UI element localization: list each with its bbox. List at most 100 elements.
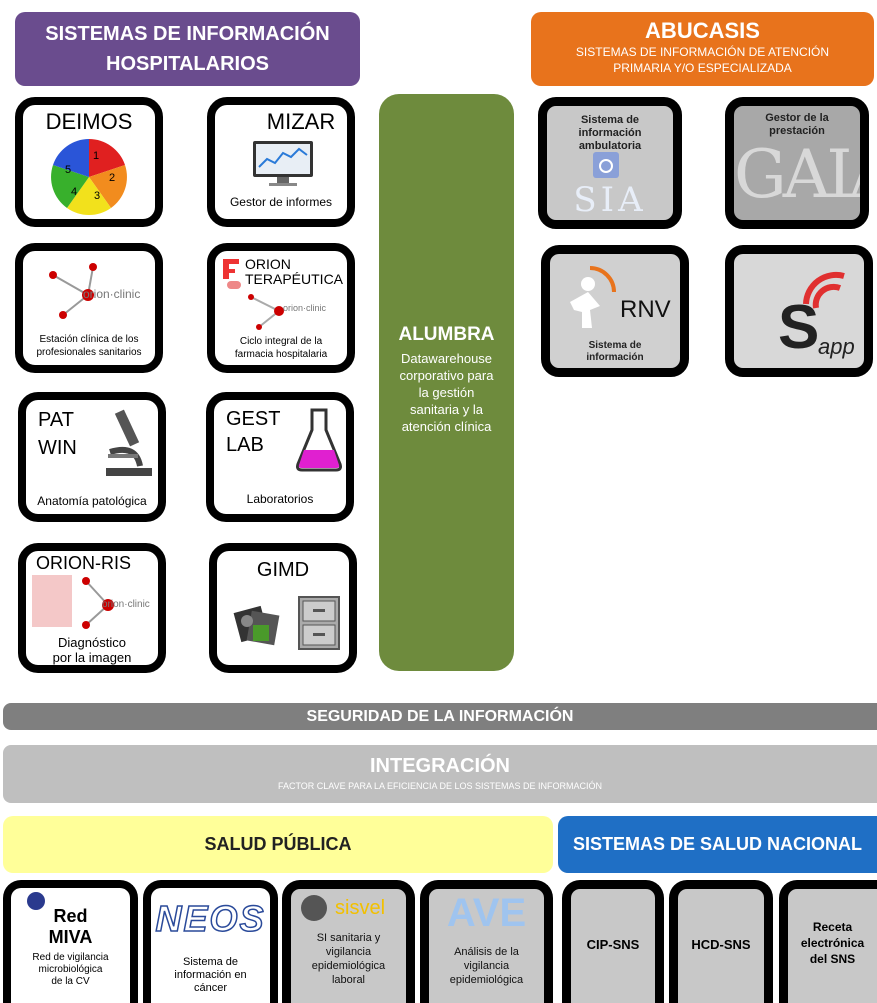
molecule-icon	[82, 577, 114, 629]
orion-ris-logo: orion·clinic	[102, 599, 150, 610]
flask-icon	[296, 408, 342, 472]
alumbra-panel: ALUMBRA Datawarehouse corporativo para l…	[379, 94, 514, 671]
salud-nacional-header: SISTEMAS DE SALUD NACIONAL	[558, 816, 877, 873]
molecule-icon	[248, 294, 284, 330]
monitor-icon	[253, 141, 313, 186]
deimos-name: DEIMOS	[45, 109, 133, 134]
tile-neos[interactable]: NEOS Sistema de información en cáncer	[143, 880, 278, 1003]
tile-deimos[interactable]: DEIMOS 1 2 3 4 5	[15, 97, 163, 227]
alumbra-title: ALUMBRA	[398, 324, 495, 345]
alumbra-desc-line: sanitaria y la	[410, 402, 483, 417]
gestlab-line2: LAB	[226, 434, 264, 456]
miva-caption2: microbiológica	[38, 964, 103, 975]
wheel-label: 4	[71, 186, 77, 198]
tile-patwin[interactable]: PAT WIN Anatomía patológica	[18, 392, 166, 522]
sisvel-caption1: SI sanitaria y	[316, 932, 381, 944]
tile-mizar[interactable]: MIZAR Gestor de informes	[207, 97, 355, 227]
sapp-logo-app: app	[818, 334, 855, 359]
integracion-title: INTEGRACIÓN	[370, 755, 510, 777]
tile-receta-sns[interactable]: Receta electrónica del SNS	[779, 880, 877, 1003]
orion-terapeutica-logo: orion·clinic	[283, 303, 327, 313]
gimd-name: GIMD	[256, 559, 310, 581]
tile-gimd[interactable]: GIMD	[209, 543, 357, 673]
rnv-caption1: Sistema de	[588, 340, 642, 351]
sia-caption2: información	[578, 127, 642, 139]
patwin-caption: Anatomía patológica	[37, 494, 147, 508]
miva-caption3: de la CV	[51, 976, 90, 987]
tile-gaia[interactable]: Gestor de la prestación GAIA	[725, 97, 869, 229]
sapp-logo-s: S	[778, 293, 820, 362]
alumbra-desc-line: la gestión	[418, 385, 475, 400]
hcd-label: HCD-SNS	[691, 937, 751, 952]
pill-icon	[223, 259, 241, 289]
ave-caption1: Análisis de la	[454, 946, 519, 958]
alumbra-desc-line: corporativo para	[399, 368, 494, 383]
gestlab-caption: Laboratorios	[246, 492, 314, 506]
tile-orion-ris[interactable]: ORION-RIS orion·clinic Diagnóstico por l…	[18, 543, 166, 673]
receta-line3: del SNS	[809, 952, 856, 966]
molecule-icon	[49, 263, 97, 319]
neos-caption1: Sistema de	[182, 956, 239, 968]
tile-orion-clinic[interactable]: orion·clinic Estación clínica de los pro…	[15, 243, 163, 373]
orion-caption-line1: Estación clínica de los	[39, 334, 139, 345]
wheel-label: 1	[93, 150, 99, 162]
alumbra-desc-line: Datawarehouse	[400, 351, 493, 366]
orion-terapeutica-line1: ORION	[245, 256, 291, 272]
receta-line1: Receta	[812, 920, 853, 934]
tile-gestlab[interactable]: GEST LAB Laboratorios	[206, 392, 354, 522]
hospital-title-line2: HOSPITALARIOS	[106, 53, 269, 75]
sia-logo: SIA	[573, 180, 647, 220]
integracion-bar: INTEGRACIÓN FACTOR CLAVE PARA LA EFICIEN…	[3, 745, 877, 803]
stethoscope-icon	[593, 152, 619, 178]
child-icon	[570, 266, 616, 328]
orion-ris-caption1: Diagnóstico	[58, 635, 126, 650]
abucasis-title: ABUCASIS	[645, 18, 760, 43]
orion-terapeutica-line2: TERAPÉUTICA	[245, 271, 344, 287]
deimos-wheel-icon: 1 2 3 4 5	[51, 139, 127, 216]
salud-publica-header: SALUD PÚBLICA	[3, 816, 553, 873]
tile-hcd-sns[interactable]: HCD-SNS	[669, 880, 773, 1003]
tile-sia[interactable]: Sistema de información ambulatoria SIA	[538, 97, 682, 229]
orion-caption-line2: profesionales sanitarios	[36, 347, 142, 358]
orion-ris-caption2: por la imagen	[52, 650, 132, 665]
sia-caption3: ambulatoria	[578, 140, 642, 152]
seguridad-title: SEGURIDAD DE LA INFORMACIÓN	[306, 708, 574, 725]
orion-terapeutica-caption2: farmacia hospitalaria	[234, 349, 328, 360]
abucasis-subtitle-line2: PRIMARIA Y/O ESPECIALIZADA	[613, 61, 792, 75]
sisvel-caption2: vigilancia	[325, 946, 372, 958]
abucasis-subtitle-line1: SISTEMAS DE INFORMACIÓN DE ATENCIÓN	[575, 45, 830, 59]
miva-name2: MIVA	[48, 927, 93, 947]
gaia-caption2: prestación	[769, 125, 825, 137]
sisvel-caption4: laboral	[331, 974, 366, 986]
miva-name1: Red	[53, 906, 88, 926]
ave-caption2: vigilancia	[463, 960, 510, 972]
salud-nacional-title: SISTEMAS DE SALUD NACIONAL	[572, 834, 862, 854]
ave-logo: AVE	[446, 891, 527, 935]
abucasis-header: ABUCASIS SISTEMAS DE INFORMACIÓN DE ATEN…	[531, 12, 874, 86]
tile-sapp[interactable]: S app	[725, 245, 873, 377]
seguridad-bar: SEGURIDAD DE LA INFORMACIÓN	[3, 703, 877, 730]
tile-cip-sns[interactable]: CIP-SNS	[562, 880, 664, 1003]
tile-orion-terapeutica[interactable]: ORION TERAPÉUTICA orion·clinic Ciclo int…	[207, 243, 355, 373]
cip-label: CIP-SNS	[586, 937, 640, 952]
sisvel-caption3: epidemiológica	[311, 960, 386, 972]
wheel-label: 5	[65, 164, 71, 176]
tile-ave[interactable]: AVE Análisis de la vigilancia epidemioló…	[420, 880, 553, 1003]
tile-rnv[interactable]: RNV Sistema de información	[541, 245, 689, 377]
tile-sisvel[interactable]: sisvel SI sanitaria y vigilancia epidemi…	[282, 880, 415, 1003]
miva-badge-icon	[27, 892, 45, 910]
wheel-label: 2	[109, 172, 115, 184]
wheel-label: 3	[94, 190, 100, 202]
patwin-line1: PAT	[38, 409, 74, 431]
neos-caption2: información en	[174, 969, 247, 981]
miva-caption1: Red de vigilancia	[32, 952, 109, 963]
neos-caption3: cáncer	[193, 982, 228, 994]
hospital-header: SISTEMAS DE INFORMACIÓN HOSPITALARIOS	[15, 12, 360, 86]
tile-red-miva[interactable]: Red MIVA Red de vigilancia microbiológic…	[3, 880, 138, 1003]
hospital-title-line1: SISTEMAS DE INFORMACIÓN	[45, 23, 330, 45]
documents-icon	[233, 605, 280, 646]
ave-caption3: epidemiológica	[449, 974, 524, 986]
orion-logo: orion·clinic	[83, 287, 141, 301]
rnv-logo: RNV	[620, 296, 671, 323]
gestlab-line1: GEST	[226, 408, 281, 430]
